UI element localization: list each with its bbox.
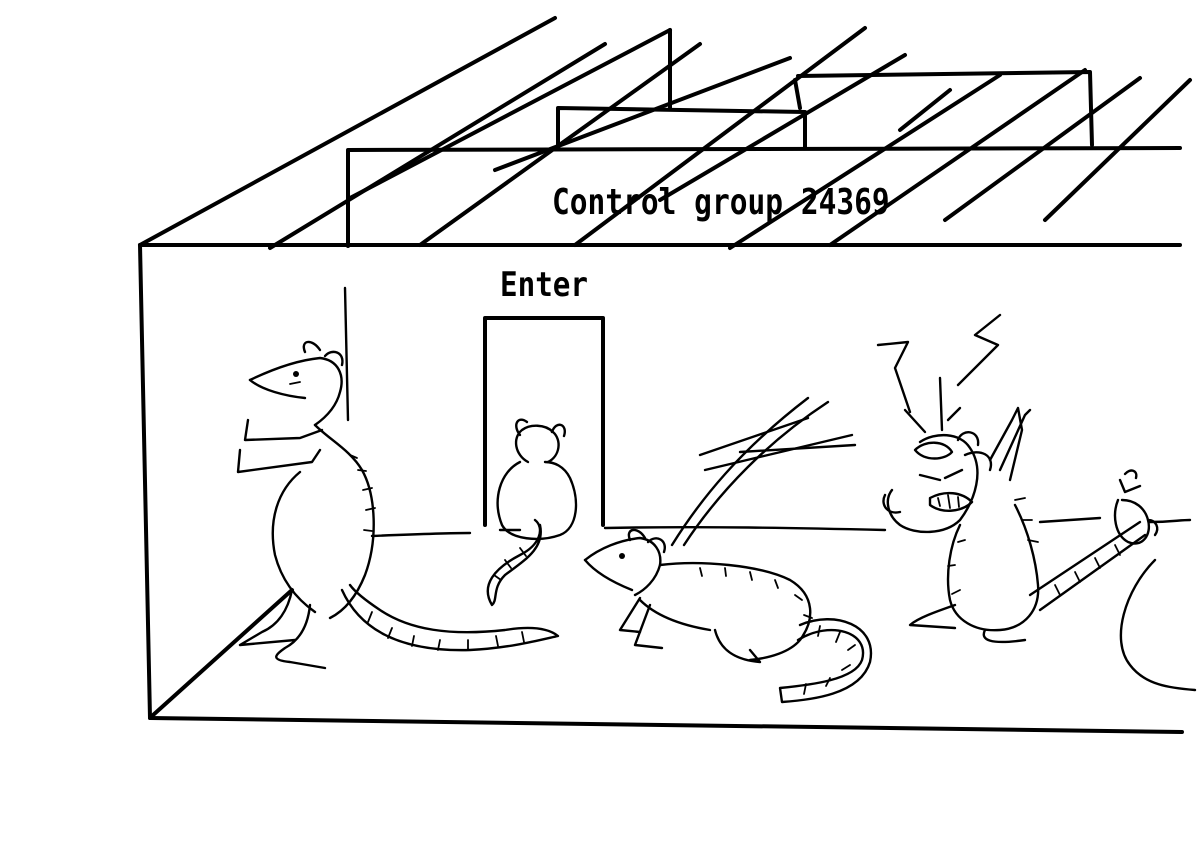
- tiny-rat: [1113, 469, 1159, 545]
- cage-box: [138, 16, 1184, 734]
- angry-rat: [876, 313, 1040, 644]
- door-sign: Enter: [500, 265, 589, 305]
- doorway-rat: [486, 418, 578, 607]
- standing-rat: [236, 340, 560, 670]
- roof-blocks: [346, 28, 1182, 248]
- roof-bars: [268, 26, 1192, 250]
- electrode-cable: [1028, 520, 1197, 692]
- lab-sign: Control group 24369: [552, 182, 890, 223]
- floor-line: [343, 286, 1192, 538]
- doorway: [483, 316, 605, 527]
- crouching-rat: [583, 528, 873, 704]
- motion-lines: [670, 396, 857, 547]
